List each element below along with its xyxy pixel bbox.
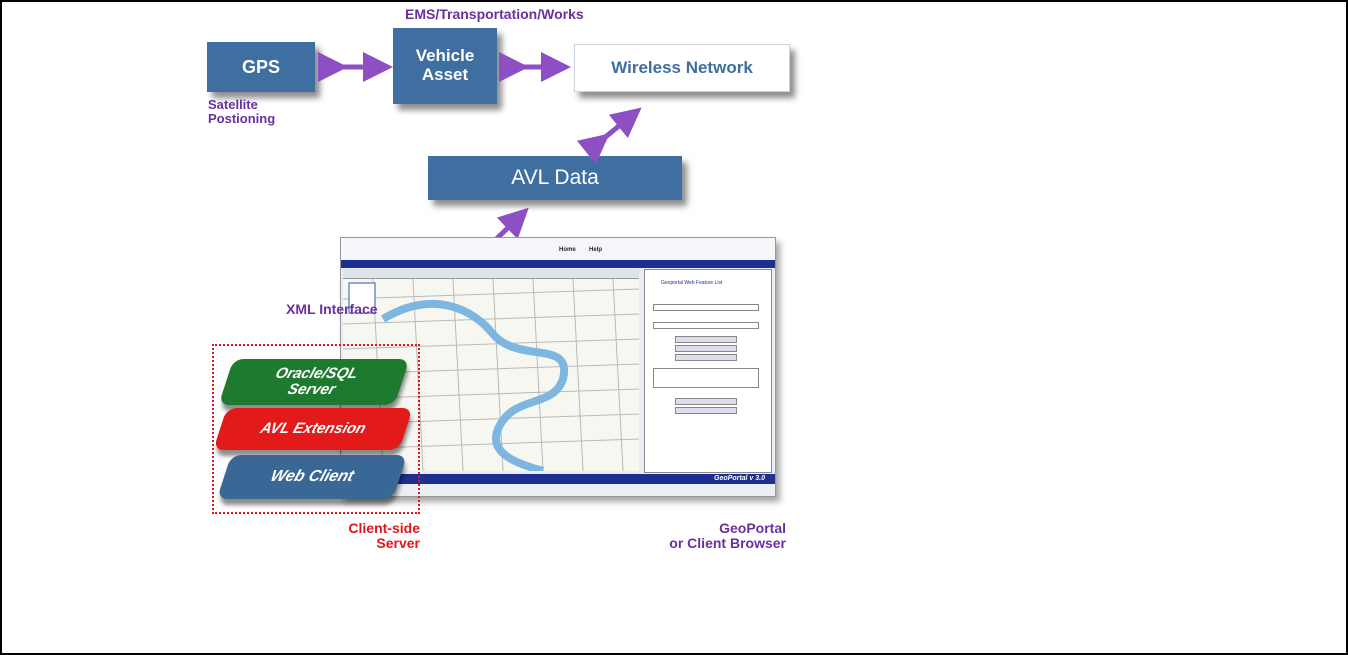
screenshot-home-link: Home [559, 247, 576, 253]
client-side-dashed-box [212, 344, 420, 514]
gps-label: GPS [241, 56, 280, 77]
oracle-line2: Server [285, 381, 338, 398]
screenshot-footer-title: GeoPortal v 3.0 [714, 475, 765, 482]
screenshot-toolbar [343, 269, 639, 279]
geoportal-screenshot: Home Help Geoportal Web Feature List [340, 237, 776, 497]
client-side-line2: Server [376, 535, 420, 552]
wireless-network-label: Wireless Network [611, 58, 753, 77]
avl-extension-block: AVL Extension [213, 408, 413, 450]
xml-interface-label: XML Interface [286, 301, 378, 317]
screenshot-help-link: Help [589, 247, 603, 253]
satellite-line2: Postioning [208, 111, 276, 127]
oracle-line1: Oracle/SQL [273, 365, 361, 383]
wireless-network-box: Wireless Network [574, 44, 790, 92]
web-client-label: Web Client [268, 467, 357, 485]
screenshot-side-panel: Geoportal Web Feature List [644, 269, 772, 473]
screenshot-header: Home Help [341, 238, 775, 260]
client-side-server-label: Client-side Server [326, 520, 420, 552]
client-side-line1: Client-side [348, 520, 420, 536]
vehicle-asset-line1: Vehicle [415, 46, 475, 66]
panel-textarea [653, 368, 759, 388]
avl-data-label: AVL Data [511, 166, 599, 189]
satellite-positioning-label: Satellite Postioning [208, 97, 276, 127]
arrow-wireless-avl [576, 107, 642, 165]
geoportal-label: GeoPortal or Client Browser [616, 520, 786, 552]
panel-button-3 [675, 354, 737, 361]
vehicle-asset-box: Vehicle Asset [393, 28, 497, 104]
panel-field-2 [653, 322, 759, 329]
panel-button-5 [675, 407, 737, 414]
diagram-title: EMS/Transportation/Works [405, 6, 584, 22]
oracle-sql-server-block: Oracle/SQL Server [218, 359, 410, 405]
vehicle-asset-line2: Asset [421, 65, 469, 84]
gps-box: GPS [207, 42, 315, 92]
geoportal-line1: GeoPortal [719, 520, 786, 536]
panel-field-1 [653, 304, 759, 311]
satellite-line1: Satellite [208, 97, 258, 112]
screenshot-statusbar [341, 485, 775, 495]
web-client-block: Web Client [216, 455, 408, 499]
map-streets [343, 279, 639, 471]
panel-button-2 [675, 345, 737, 352]
panel-button-4 [675, 398, 737, 405]
oracle-sql-label: Oracle/SQL Server [268, 365, 361, 398]
geoportal-line2: or Client Browser [669, 535, 786, 552]
screenshot-tabbar [341, 260, 775, 268]
panel-title: Geoportal Web Feature List [661, 280, 723, 286]
screenshot-footer-bar: GeoPortal v 3.0 [341, 474, 775, 484]
panel-button-1 [675, 336, 737, 343]
avl-extension-label: AVL Extension [258, 420, 369, 438]
